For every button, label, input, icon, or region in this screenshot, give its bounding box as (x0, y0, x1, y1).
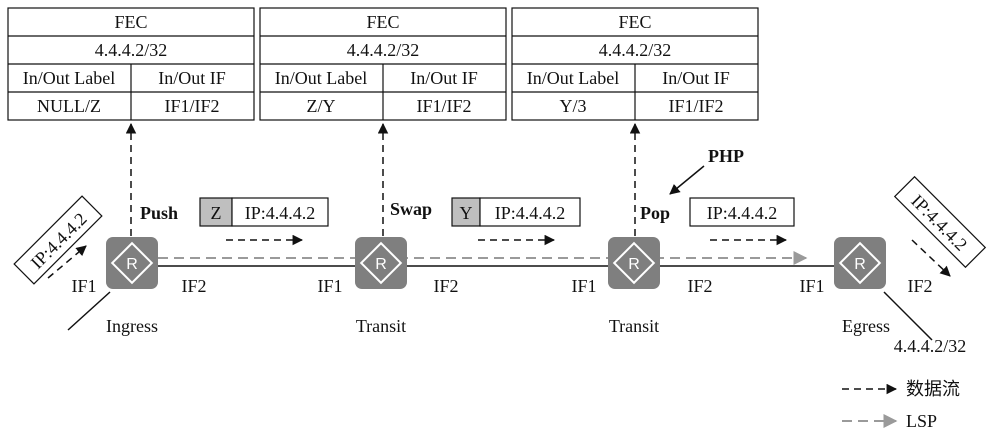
op-php: PHP (708, 146, 744, 166)
ingress-if1: IF1 (71, 276, 96, 296)
fec-table-3-fec: 4.4.4.2/32 (599, 40, 672, 60)
transit2-if2: IF2 (687, 276, 712, 296)
ingress-if2: IF2 (181, 276, 206, 296)
fec-table-2-col1: In/Out Label (275, 68, 367, 88)
fec-table-3-header: FEC (618, 12, 651, 32)
fec-table-1-iface: IF1/IF2 (164, 96, 219, 116)
fec-table-2-label: Z/Y (307, 96, 336, 116)
push-ip: IP:4.4.4.2 (245, 203, 316, 223)
fec-table-3 (511, 7, 759, 121)
fec-table-1 (7, 7, 255, 121)
fec-table-3-label: Y/3 (560, 96, 587, 116)
router-icon-2: R (375, 256, 387, 273)
fec-table-2 (259, 7, 507, 121)
php-pointer-arrow (669, 165, 705, 195)
op-push: Push (140, 203, 178, 223)
egress-if2: IF2 (907, 276, 932, 296)
swap-label-y: Y (460, 203, 473, 223)
router-transit-2[interactable]: R (608, 237, 660, 289)
legend: 数据流 LSP (842, 379, 960, 431)
fec-table-1-label: NULL/Z (37, 96, 101, 116)
router-name-transit-2: Transit (609, 316, 659, 336)
router-icon-3: R (628, 256, 640, 273)
packet-outgoing: IP:4.4.4.2 (893, 175, 987, 269)
fec-table-1-col1: In/Out Label (23, 68, 115, 88)
fec-table-1-col2: In/Out IF (158, 68, 226, 88)
outgoing-flow-arrow (911, 239, 951, 277)
fec-table-2-iface: IF1/IF2 (416, 96, 471, 116)
ingress-access-line (67, 291, 111, 331)
transit1-if2: IF2 (433, 276, 458, 296)
router-name-ingress: Ingress (106, 316, 158, 336)
packet-after-swap (451, 197, 581, 227)
outgoing-ip: IP:4.4.4.2 (907, 191, 971, 255)
op-pop: Pop (640, 203, 670, 223)
fec-table-3-col2: In/Out IF (662, 68, 730, 88)
fec-table-3-col1: In/Out Label (527, 68, 619, 88)
transit2-if1: IF1 (571, 276, 596, 296)
egress-if1: IF1 (799, 276, 824, 296)
fec-table-2-header: FEC (366, 12, 399, 32)
legend-lsp-label: LSP (906, 411, 937, 431)
op-swap: Swap (390, 199, 432, 219)
packet-after-push (199, 197, 329, 227)
router-transit-1[interactable]: R (355, 237, 407, 289)
fec-table-2-col2: In/Out IF (410, 68, 478, 88)
packet-incoming: IP:4.4.4.2 (13, 195, 103, 285)
incoming-flow-arrow (47, 245, 87, 279)
push-label-z: Z (211, 203, 222, 223)
router-icon-4: R (854, 256, 866, 273)
swap-ip: IP:4.4.4.2 (495, 203, 566, 223)
fec-table-1-fec: 4.4.4.2/32 (95, 40, 168, 60)
packet-after-pop (689, 197, 795, 227)
router-name-transit-1: Transit (356, 316, 406, 336)
egress-prefix: 4.4.4.2/32 (894, 336, 967, 356)
fec-table-2-fec: 4.4.4.2/32 (347, 40, 420, 60)
router-egress[interactable]: R (834, 237, 886, 289)
transit1-if1: IF1 (317, 276, 342, 296)
router-icon-1: R (126, 256, 138, 273)
egress-access-line (883, 291, 933, 341)
fec-table-1-header: FEC (114, 12, 147, 32)
incoming-ip: IP:4.4.4.2 (27, 209, 91, 273)
fec-table-3-iface: IF1/IF2 (668, 96, 723, 116)
router-name-egress: Egress (842, 316, 890, 336)
router-ingress[interactable]: R (106, 237, 158, 289)
pop-ip: IP:4.4.4.2 (707, 203, 778, 223)
legend-data-flow-label: 数据流 (906, 379, 960, 399)
